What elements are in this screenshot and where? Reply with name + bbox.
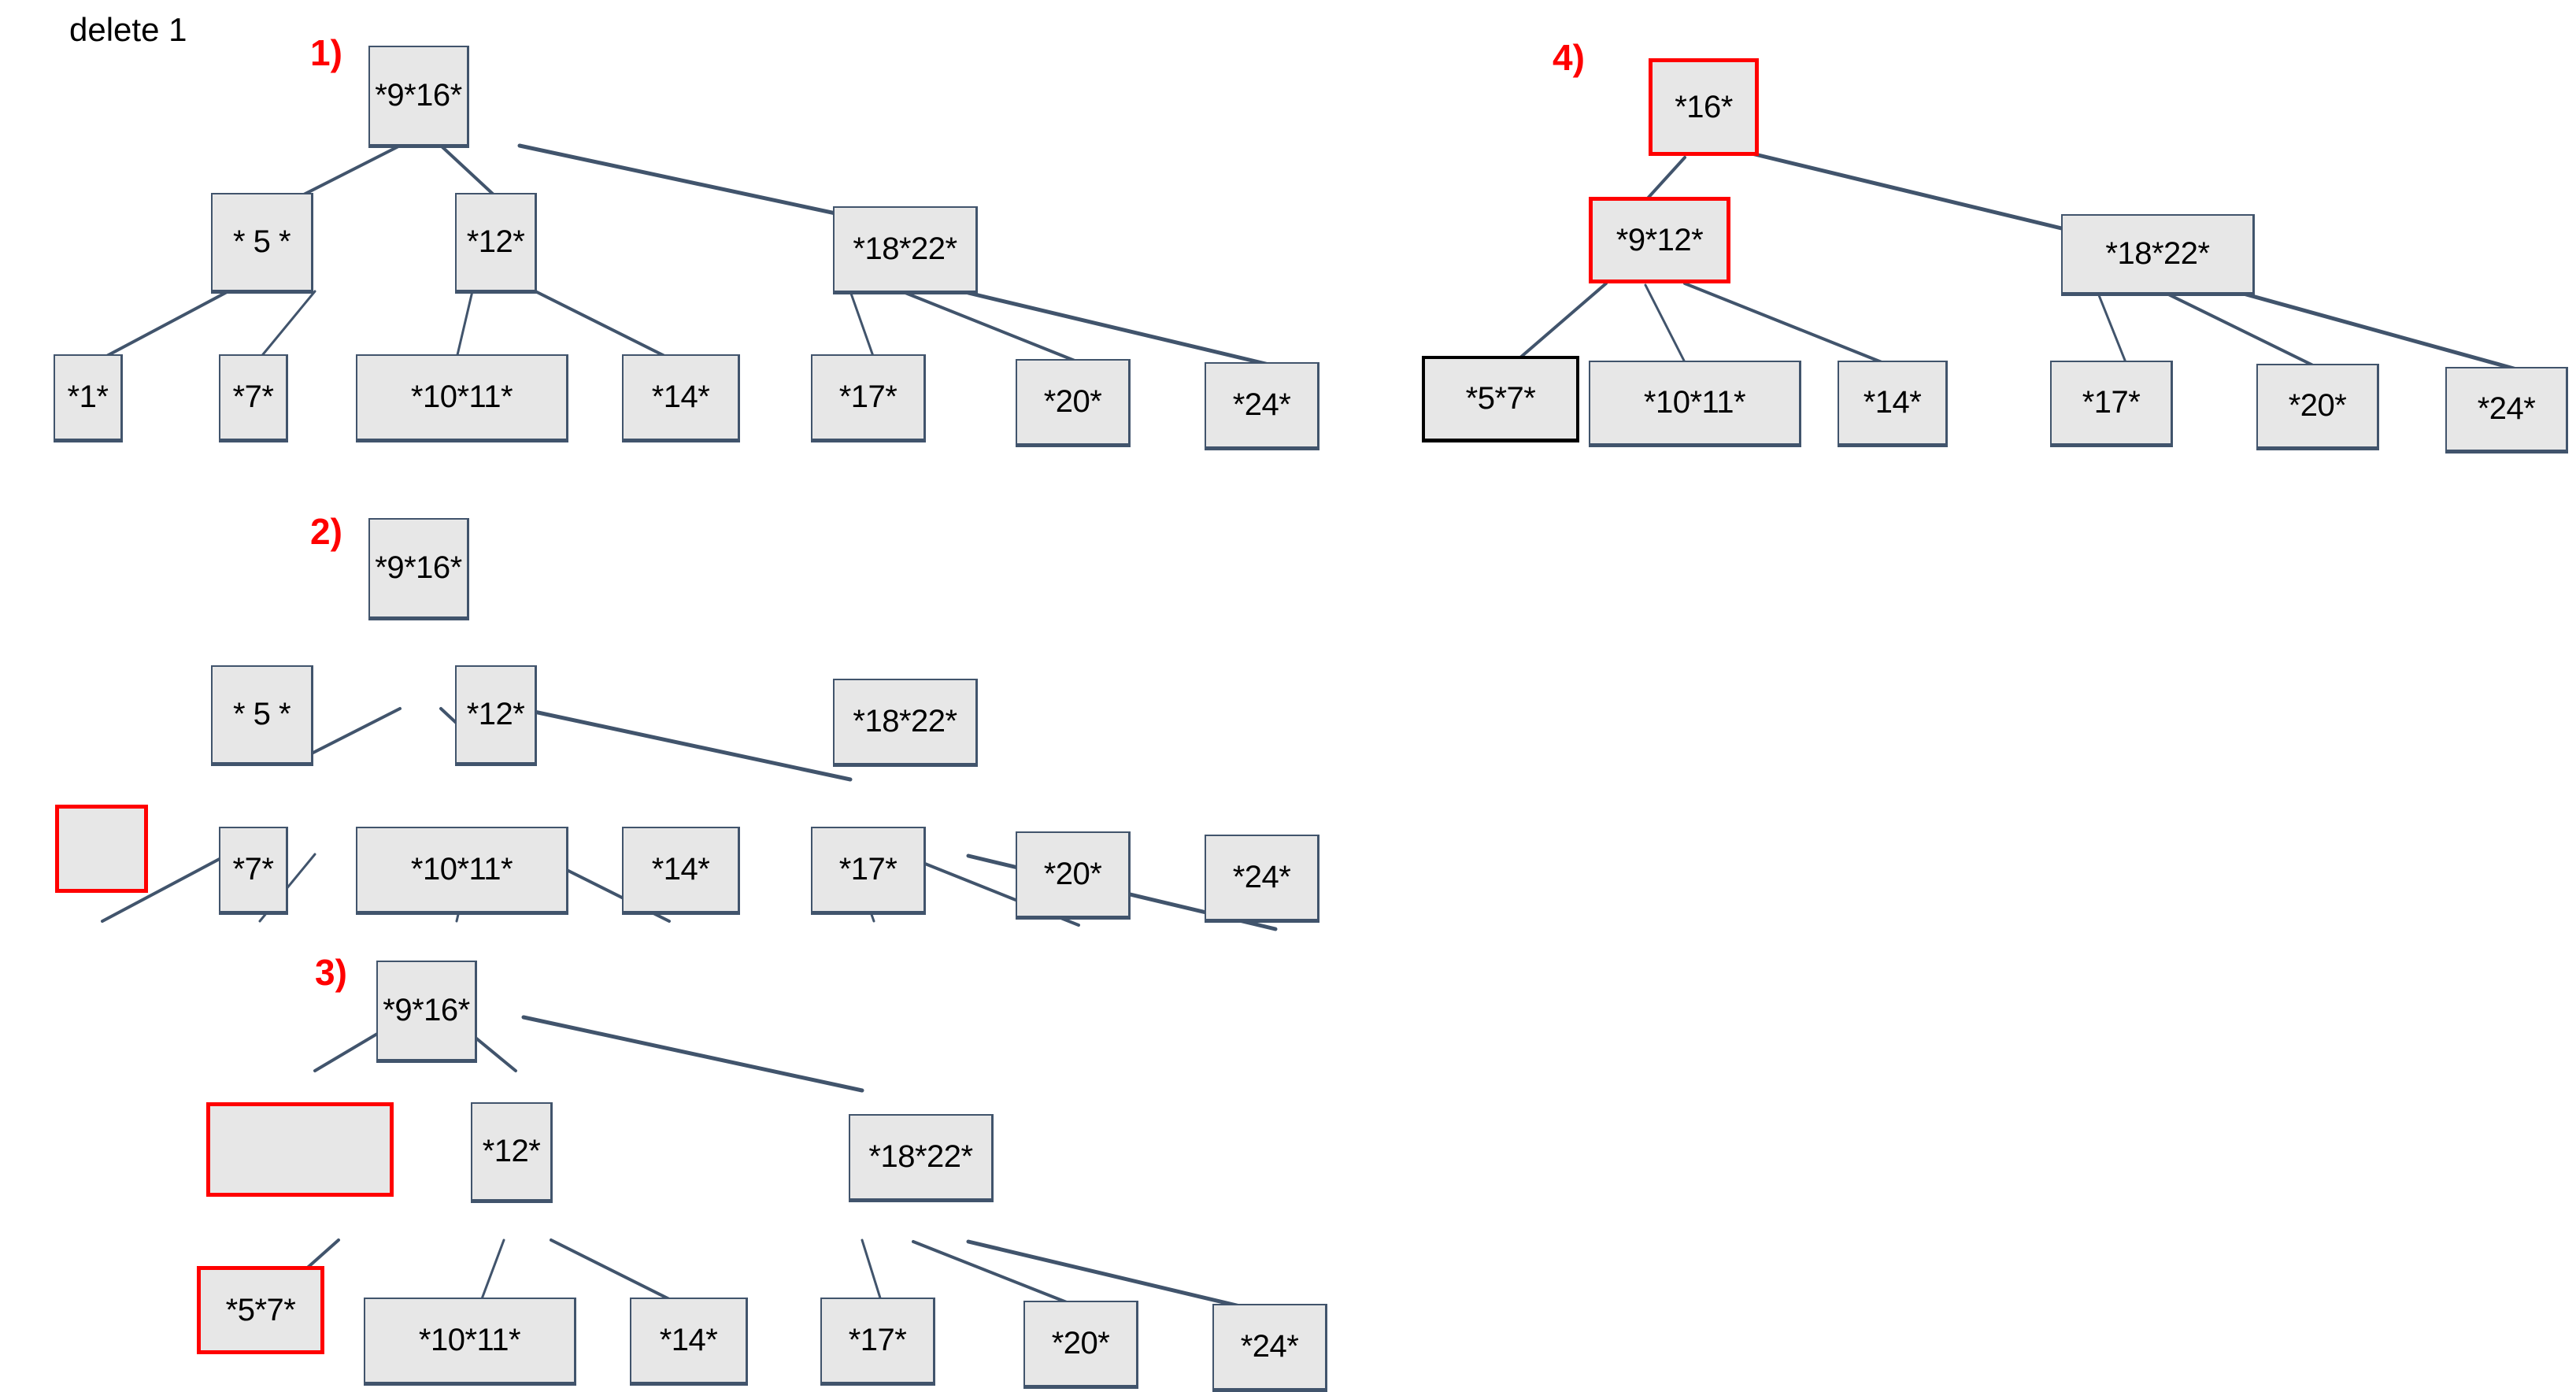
node-label: *12* (466, 224, 525, 259)
node-label: *7* (232, 379, 274, 414)
node-label: *9*16* (375, 550, 462, 585)
step4-leaf-24[interactable]: *24* (2445, 367, 2568, 454)
node-label: *24* (2477, 391, 2536, 426)
node-label: *18*22* (2105, 236, 2210, 271)
node-label: *17* (2082, 385, 2141, 420)
step2-root-node[interactable]: *9*16* (368, 518, 469, 620)
step1-root-node[interactable]: *9*16* (368, 46, 469, 148)
step-marker-3: 3) (315, 952, 347, 993)
node-label: *14* (1863, 385, 1922, 420)
step2-leaf-20[interactable]: *20* (1016, 831, 1131, 920)
node-label: *9*16* (383, 993, 470, 1027)
step4-leaf-10-11[interactable]: *10*11* (1589, 361, 1801, 447)
node-label: * 5 * (232, 224, 291, 259)
page-caption: delete 1 (69, 11, 187, 48)
node-label: *5*7* (1465, 381, 1536, 416)
step3-leaf-5-7-highlight[interactable]: *5*7* (197, 1266, 324, 1354)
node-label: *7* (232, 852, 274, 887)
node-label: *1* (67, 379, 109, 414)
node-label: *14* (651, 379, 710, 414)
step2-leaf-24[interactable]: *24* (1205, 835, 1319, 923)
step1-leaf-24[interactable]: *24* (1205, 362, 1319, 450)
node-label: *10*11* (1643, 385, 1746, 420)
step4-leaf-20[interactable]: *20* (2256, 364, 2379, 450)
step1-leaf-1[interactable]: *1* (54, 354, 123, 442)
node-label: *10*11* (418, 1323, 521, 1357)
node-label: *18*22* (853, 704, 957, 739)
node-label: * 5 * (232, 697, 291, 731)
step3-leaf-20[interactable]: *20* (1023, 1301, 1138, 1389)
step3-leaf-17[interactable]: *17* (820, 1298, 935, 1386)
step3-leaf-10-11[interactable]: *10*11* (364, 1298, 576, 1386)
step3-leaf-24[interactable]: *24* (1212, 1304, 1327, 1392)
node-label: *20* (2288, 388, 2347, 423)
step1-leaf-14[interactable]: *14* (622, 354, 740, 442)
step1-leaf-20[interactable]: *20* (1016, 359, 1131, 447)
step4-root-node-16[interactable]: *16* (1649, 58, 1759, 156)
node-label: *16* (1675, 89, 1733, 124)
step1-internal-node-18-22[interactable]: *18*22* (833, 206, 978, 294)
step2-leaf-empty-highlight[interactable] (55, 805, 148, 893)
node-label: *18*22* (868, 1139, 973, 1174)
step3-internal-node-18-22[interactable]: *18*22* (849, 1114, 994, 1202)
node-label: *14* (651, 852, 710, 887)
step2-leaf-10-11[interactable]: *10*11* (356, 827, 568, 915)
node-label: *17* (838, 852, 898, 887)
step4-internal-node-9-12[interactable]: *9*12* (1589, 197, 1730, 283)
node-label: *12* (466, 697, 525, 731)
step4-internal-node-18-22[interactable]: *18*22* (2061, 214, 2255, 296)
node-label: *10*11* (410, 852, 513, 887)
step2-internal-node-5[interactable]: * 5 * (211, 665, 313, 766)
step4-leaf-17[interactable]: *17* (2050, 361, 2173, 447)
step1-internal-node-5[interactable]: * 5 * (211, 193, 313, 294)
step1-internal-node-12[interactable]: *12* (455, 193, 537, 294)
step3-root-node[interactable]: *9*16* (376, 961, 477, 1063)
step2-leaf-17[interactable]: *17* (811, 827, 926, 915)
node-label: *9*12* (1616, 222, 1704, 257)
step3-leaf-14[interactable]: *14* (630, 1298, 748, 1386)
node-label: *5*7* (225, 1292, 296, 1327)
node-label: *17* (838, 379, 898, 414)
node-label: *20* (1051, 1326, 1110, 1361)
step3-internal-node-12[interactable]: *12* (471, 1102, 553, 1203)
node-label: *10*11* (410, 379, 513, 414)
step2-leaf-14[interactable]: *14* (622, 827, 740, 915)
step1-leaf-7[interactable]: *7* (219, 354, 288, 442)
step4-leaf-5-7-merged[interactable]: *5*7* (1422, 356, 1579, 442)
step1-leaf-10-11[interactable]: *10*11* (356, 354, 568, 442)
node-label: *12* (482, 1134, 541, 1168)
step-marker-1: 1) (310, 32, 342, 73)
node-label: *20* (1043, 857, 1102, 891)
step3-internal-node-empty-highlight[interactable] (206, 1102, 394, 1197)
node-label: *14* (659, 1323, 718, 1357)
step-marker-4: 4) (1553, 37, 1585, 78)
step2-leaf-7[interactable]: *7* (219, 827, 288, 915)
step1-leaf-17[interactable]: *17* (811, 354, 926, 442)
node-label: *9*16* (375, 78, 462, 113)
step4-leaf-14[interactable]: *14* (1838, 361, 1948, 447)
step-marker-2: 2) (310, 511, 342, 552)
node-label: *18*22* (853, 231, 957, 266)
node-label: *24* (1240, 1329, 1299, 1364)
node-label: *24* (1232, 387, 1291, 422)
node-label: *17* (848, 1323, 907, 1357)
node-label: *24* (1232, 860, 1291, 894)
node-label: *20* (1043, 384, 1102, 419)
step2-internal-node-12[interactable]: *12* (455, 665, 537, 766)
step2-internal-node-18-22[interactable]: *18*22* (833, 679, 978, 767)
